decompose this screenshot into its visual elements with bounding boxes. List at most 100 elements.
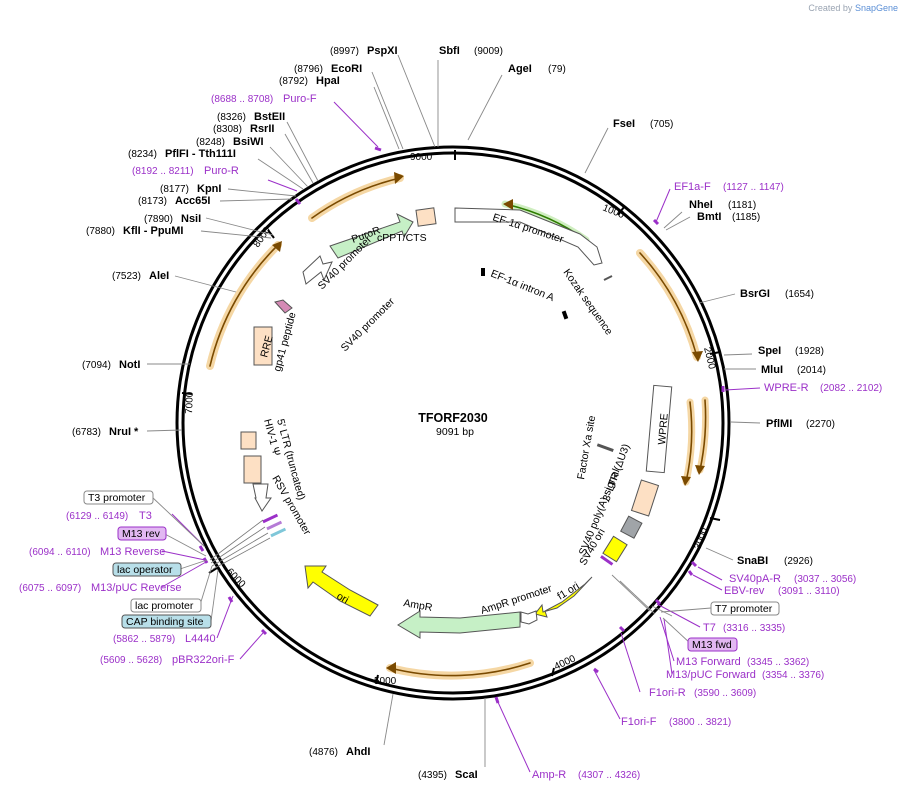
enzyme-pflmi: PflMI xyxy=(766,418,792,430)
primer-amp-r: Amp-R xyxy=(532,769,566,781)
factor-xa-label: Factor Xa site xyxy=(575,414,598,480)
enzyme-bsteii: BstEII xyxy=(254,111,285,123)
enzyme-kfli: KflI - PpuMI xyxy=(123,225,184,237)
feature-glyphs xyxy=(240,207,673,639)
ruler-label: 6000 xyxy=(224,566,248,590)
puror-arrow xyxy=(329,212,414,259)
enzyme-noti: NotI xyxy=(119,359,140,371)
factor-xa-mark xyxy=(596,443,614,452)
primer-f1ori-f-range: (3800 .. 3821) xyxy=(669,717,731,728)
ruler-label: 3000 xyxy=(692,526,710,551)
primer-t3-range: (6129 .. 6149) xyxy=(66,511,128,522)
enzyme-bmti: BmtI xyxy=(697,211,721,223)
enzyme-pspxi: PspXI xyxy=(367,45,398,57)
ef1a-intron-mark-2 xyxy=(561,310,569,320)
enzyme-pflfi-pos: (8234) xyxy=(128,149,157,160)
plasmid-title: TFORF2030 9091 bp xyxy=(418,411,488,438)
ef1a-promoter-arrow xyxy=(454,207,603,266)
enzyme-bsteii-pos: (8326) xyxy=(217,112,246,123)
lac-operator-box xyxy=(112,562,182,577)
enzyme-acc65i-pos: (8173) xyxy=(138,196,167,207)
enzyme-spei: SpeI xyxy=(758,345,781,357)
enzyme-kpni: KpnI xyxy=(197,183,221,195)
primer-pbr322ori-f-range: (5609 .. 5628) xyxy=(100,655,162,666)
sv40-promoter-2-label: SV40 promoter xyxy=(339,295,398,354)
primer-t7: T7 xyxy=(703,622,716,634)
small-feature-mark-right xyxy=(600,555,614,566)
wpre-box xyxy=(645,384,673,474)
enzyme-hpai: HpaI xyxy=(316,75,340,87)
enzyme-rsrii: RsrII xyxy=(250,123,274,135)
primer-f1ori-r: F1ori-R xyxy=(649,687,686,699)
primer-puro-r: Puro-R xyxy=(204,165,239,177)
primer-ebv-rev: EBV-rev xyxy=(724,585,765,597)
backbone xyxy=(175,145,731,701)
hiv-psi-box xyxy=(243,455,262,484)
primer-m13-forward-range: (3345 .. 3362) xyxy=(747,657,809,668)
lac-operator-label: lac operator xyxy=(117,564,173,576)
primer-l4440-range: (5862 .. 5879) xyxy=(113,634,175,645)
enzyme-agei: AgeI xyxy=(508,63,532,75)
ampr-arrow xyxy=(397,610,521,639)
enzyme-mlui-pos: (2014) xyxy=(797,365,826,376)
primer-puro-f: Puro-F xyxy=(283,93,317,105)
ampr-label: AmpR xyxy=(402,597,433,614)
cap-site-box xyxy=(121,614,212,629)
primer-m13-forward: M13 Forward xyxy=(676,656,741,668)
enzyme-bsiwi: BsiWI xyxy=(233,136,264,148)
primer-t7-range: (3316 .. 3335) xyxy=(723,623,785,634)
ruler-label: 5000 xyxy=(374,676,397,687)
enzyme-nrui: NruI * xyxy=(109,426,139,438)
enzyme-nsii: NsiI xyxy=(181,213,201,225)
ruler-label: 2000 xyxy=(701,346,717,371)
sv40-polya-box xyxy=(620,515,643,539)
ori-arrow xyxy=(304,565,379,617)
outer-feature-arcs xyxy=(206,174,710,680)
enzyme-hpai-pos: (8792) xyxy=(279,76,308,87)
ef1a-intron-label: EF-1α intron A xyxy=(489,268,556,304)
primer-f1ori-f: F1ori-F xyxy=(621,716,657,728)
ori-label: ori xyxy=(335,590,351,606)
enzyme-leader-lines xyxy=(146,54,761,767)
enzyme-fsei: FseI xyxy=(613,118,635,130)
primer-m13-puc-forward: M13/pUC Forward xyxy=(666,669,756,681)
snapgene-logo: SnapGene xyxy=(854,3,898,13)
left-cluster-bundle xyxy=(209,519,271,570)
ruler-label: 7000 xyxy=(184,391,196,414)
enzyme-snabi: SnaBI xyxy=(737,555,768,567)
primer-sv40pa-r: SV40pA-R xyxy=(729,573,781,585)
t3-promoter-box xyxy=(83,490,154,505)
primer-ef1a-f-range: (1127 .. 1147) xyxy=(723,182,784,193)
wpre-label: WPRE xyxy=(656,413,671,445)
m13-rev-box xyxy=(117,526,167,541)
primer-f1ori-r-range: (3590 .. 3609) xyxy=(694,688,756,699)
enzyme-snabi-pos: (2926) xyxy=(784,556,813,567)
enzyme-alei-pos: (7523) xyxy=(112,271,141,282)
enzyme-pflfi: PflFI - Tth111I xyxy=(165,148,236,160)
ef1a-intron-mark-1 xyxy=(481,268,485,276)
rsv-promoter-arrow xyxy=(252,483,272,512)
enzyme-acc65i: Acc65I xyxy=(175,195,210,207)
plasmid-name: TFORF2030 xyxy=(418,411,488,425)
ruler-ticks xyxy=(181,150,721,684)
created-by-text: Created by xyxy=(808,3,853,13)
boxed-labels: T3 promoter M13 rev lac operator lac pro… xyxy=(83,490,219,629)
primer-ef1a-f: EF1a-F xyxy=(674,181,711,193)
primer-wpre-r-range: (2082 .. 2102) xyxy=(820,383,882,394)
enzyme-spei-pos: (1928) xyxy=(795,346,824,357)
primer-puro-r-range: (8192 .. 8211) xyxy=(132,166,194,177)
m13-fwd-box xyxy=(687,637,738,652)
enzyme-rsrii-pos: (8308) xyxy=(213,124,242,135)
enzyme-agei-pos: (79) xyxy=(548,64,566,75)
cap-site-label: CAP binding site xyxy=(126,616,204,628)
enzyme-scai: ScaI xyxy=(455,769,478,781)
primer-m13-reverse-range: (6094 .. 6110) xyxy=(29,547,91,558)
enzyme-pspxi-pos: (8997) xyxy=(330,46,359,57)
ltr3-box xyxy=(630,479,660,517)
t7-promoter-label: T7 promoter xyxy=(715,603,773,615)
lac-promoter-box xyxy=(130,598,202,613)
enzyme-ahdi-pos: (4876) xyxy=(309,747,338,758)
primer-m13-puc-reverse-range: (6075 .. 6097) xyxy=(19,583,81,594)
arc-right-orf xyxy=(636,249,701,361)
